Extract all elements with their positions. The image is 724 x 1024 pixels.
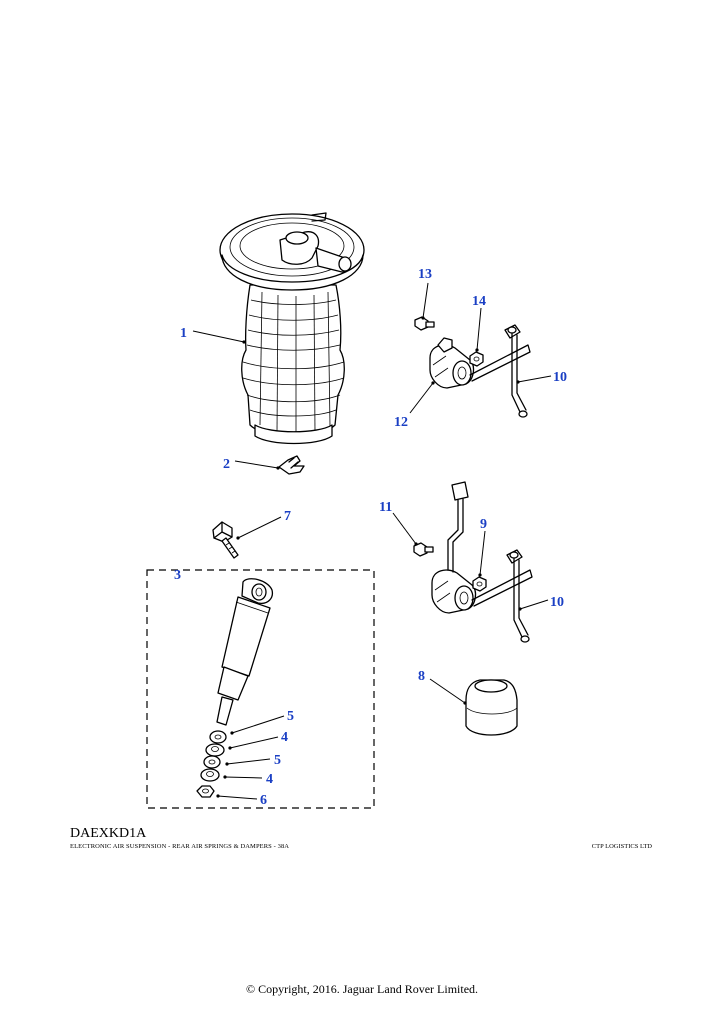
company-name: CTP LOGISTICS LTD xyxy=(591,843,652,850)
diagram-code: DAEXKD1A xyxy=(70,826,147,841)
callout-11: 11 xyxy=(379,500,392,515)
lower-bolt-part[interactable] xyxy=(413,542,434,557)
upper-bolt-part[interactable] xyxy=(414,316,435,331)
callout-5-upper: 5 xyxy=(287,709,294,724)
lower-link-arm-part[interactable] xyxy=(471,549,533,643)
lower-height-sensor-part[interactable] xyxy=(431,481,477,614)
nut-part[interactable] xyxy=(196,785,215,798)
callout-5-lower: 5 xyxy=(274,753,281,768)
bump-stop-part[interactable] xyxy=(465,679,518,736)
callout-14: 14 xyxy=(472,294,486,309)
upper-nut-part[interactable] xyxy=(469,351,484,367)
leader-lines xyxy=(192,282,552,800)
upper-link-arm-part[interactable] xyxy=(469,324,531,418)
callout-4-lower: 4 xyxy=(266,772,273,787)
callout-6: 6 xyxy=(260,793,267,808)
callout-2: 2 xyxy=(223,457,230,472)
washer-part[interactable] xyxy=(209,730,227,744)
callout-13: 13 xyxy=(418,267,432,282)
retaining-clip-part[interactable] xyxy=(278,455,305,475)
callout-9: 9 xyxy=(480,517,487,532)
copyright-notice: © Copyright, 2016. Jaguar Land Rover Lim… xyxy=(245,982,479,996)
lower-nut-part[interactable] xyxy=(472,576,487,592)
damper-kit-box xyxy=(146,569,375,809)
callout-7: 7 xyxy=(284,509,291,524)
callout-3: 3 xyxy=(174,568,181,583)
callout-10-upper: 10 xyxy=(553,370,567,385)
callout-12: 12 xyxy=(394,415,408,430)
upper-height-sensor-part[interactable] xyxy=(429,337,475,389)
callout-8: 8 xyxy=(418,669,425,684)
damper-part[interactable] xyxy=(216,578,274,726)
bolt-part[interactable] xyxy=(212,521,239,559)
callout-4-upper: 4 xyxy=(281,730,288,745)
bush-part-lower[interactable] xyxy=(200,768,220,782)
bush-part[interactable] xyxy=(205,743,225,757)
diagram-title: ELECTRONIC AIR SUSPENSION - REAR AIR SPR… xyxy=(70,843,290,850)
washer-part-lower[interactable] xyxy=(203,755,221,769)
air-spring-part[interactable] xyxy=(219,212,365,445)
callout-10-lower: 10 xyxy=(550,595,564,610)
callout-1: 1 xyxy=(180,326,187,341)
